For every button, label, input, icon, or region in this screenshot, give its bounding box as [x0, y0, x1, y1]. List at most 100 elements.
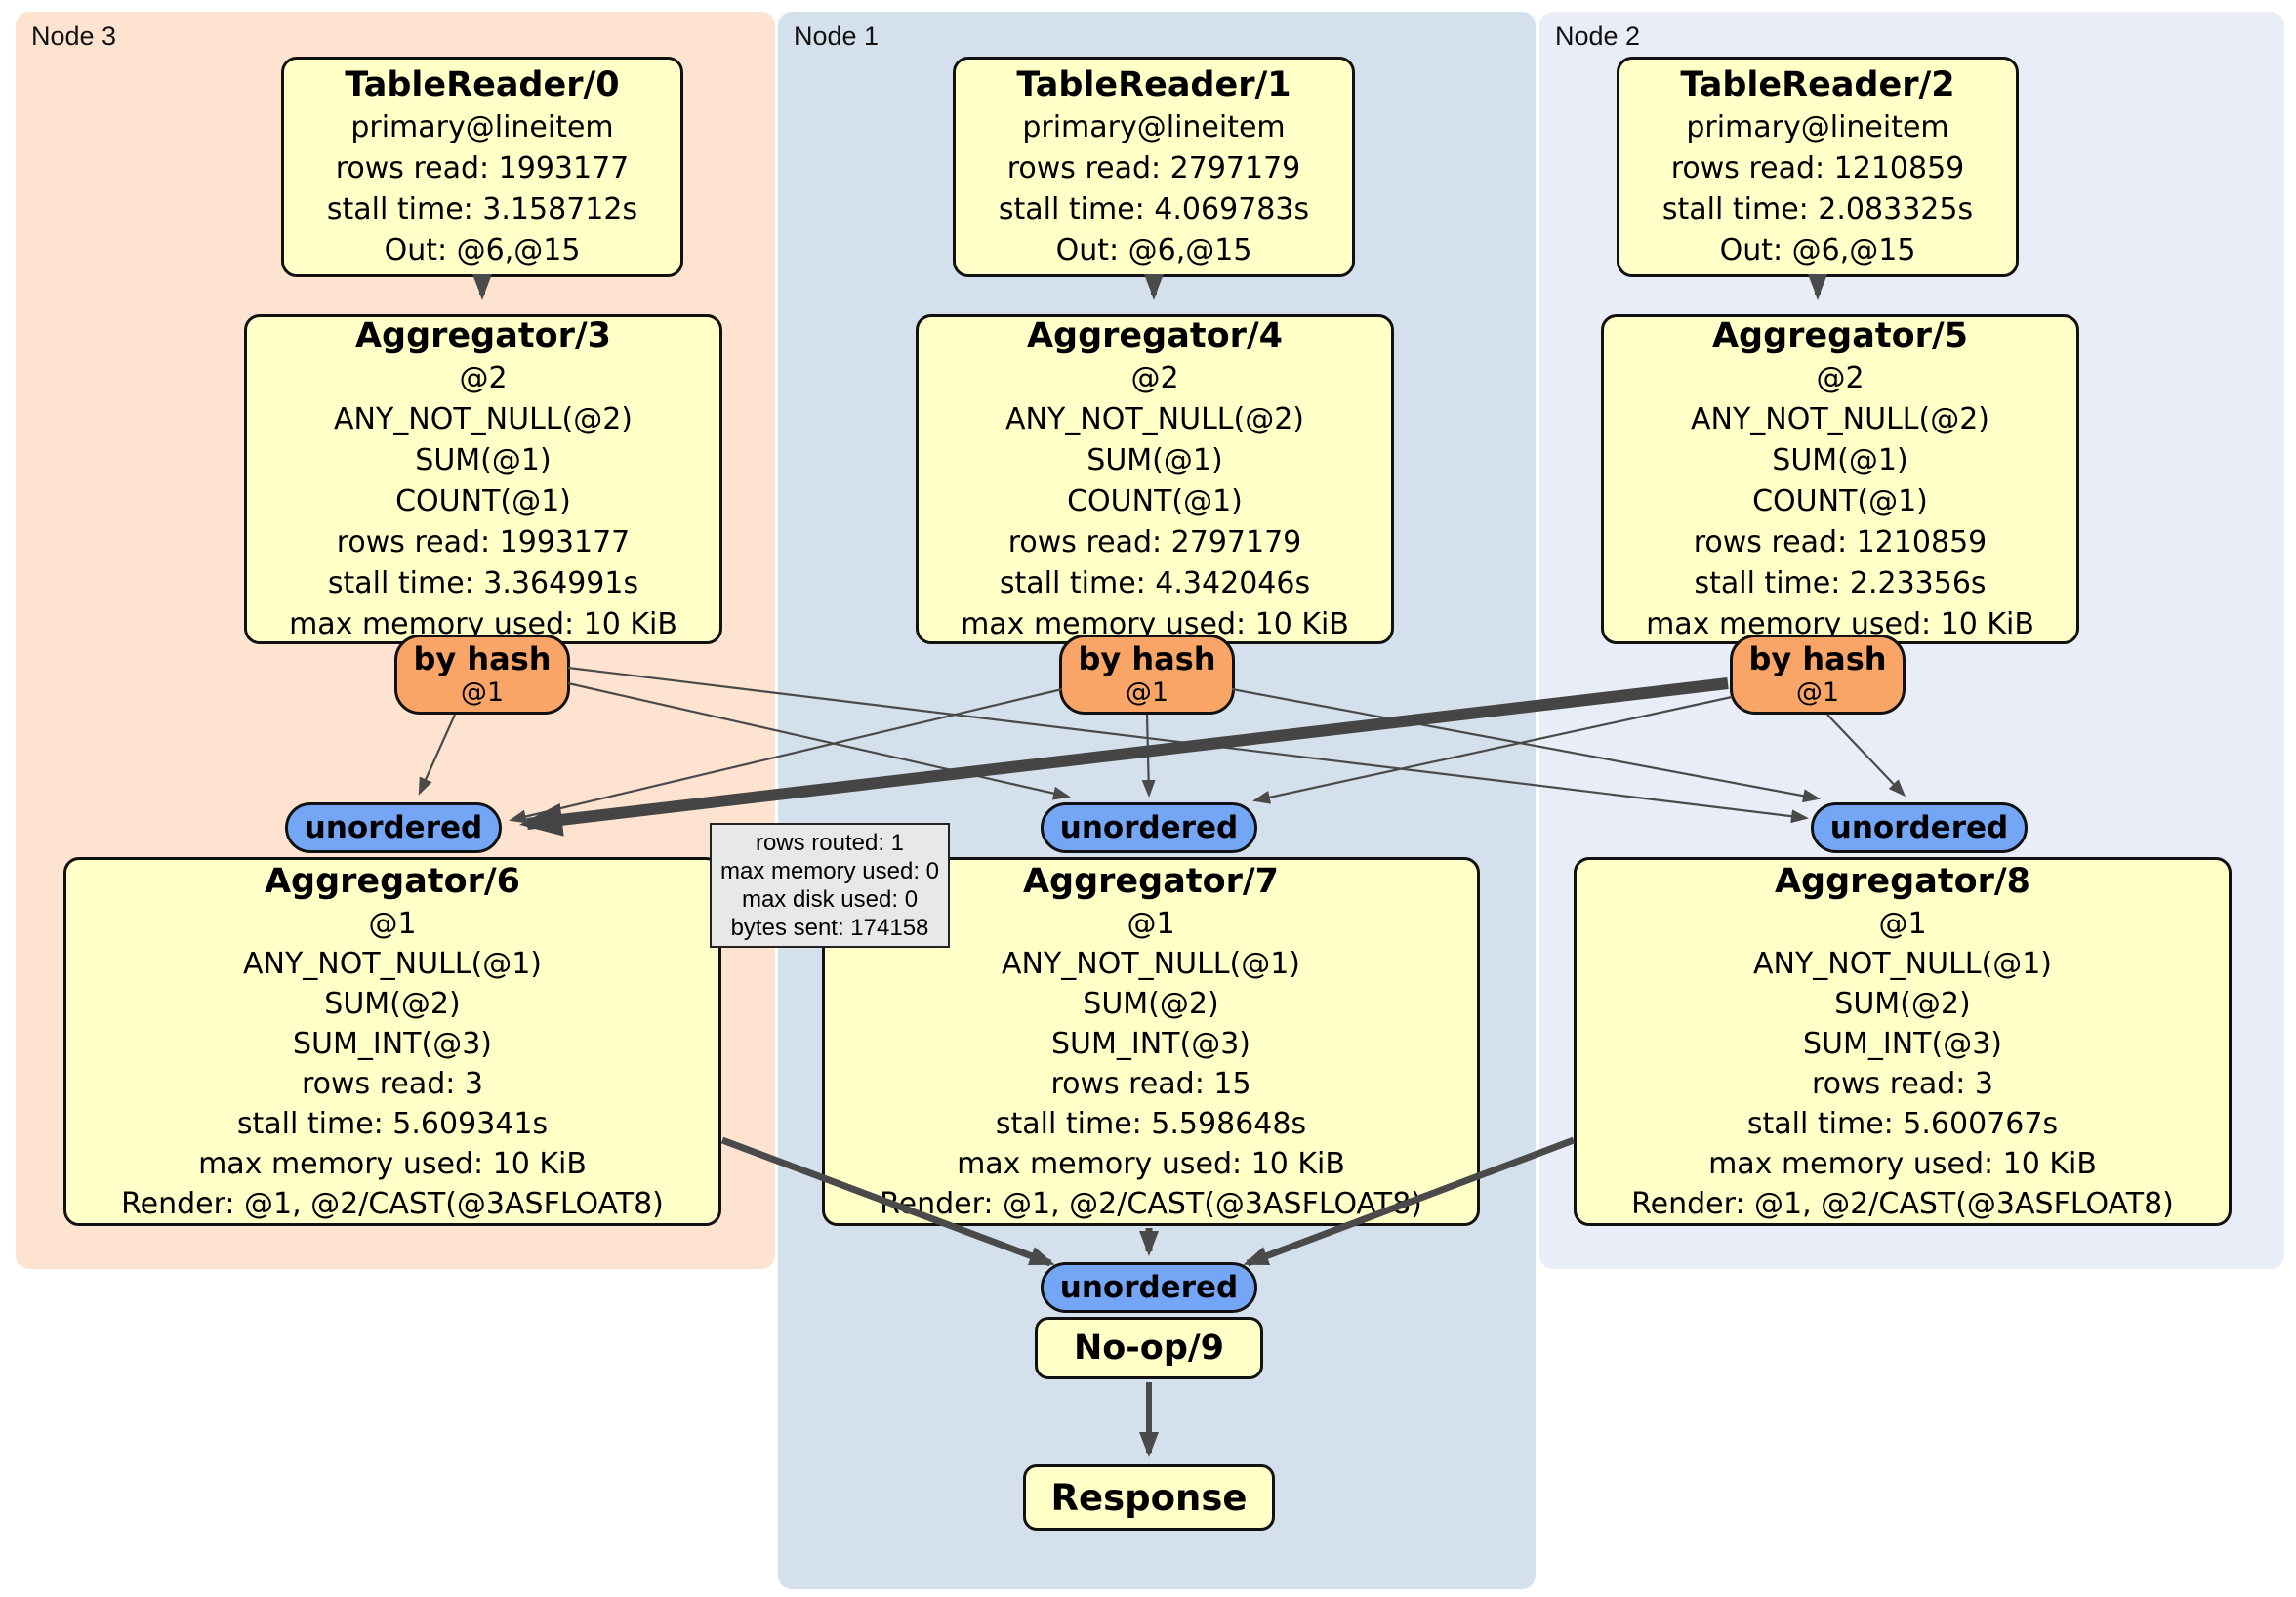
processor-detail-line: primary@lineitem: [1022, 110, 1286, 144]
processor-noop-9: No-op/9: [1035, 1317, 1263, 1379]
edge-tooltip: rows routed: 1 max memory used: 0 max di…: [710, 823, 950, 948]
processor-detail-line: @1: [368, 907, 417, 941]
processor-detail-line: @2: [459, 361, 508, 395]
processor-aggregator-5: Aggregator/5 @2 ANY_NOT_NULL(@2) SUM(@1)…: [1601, 314, 2079, 644]
processor-detail-line: SUM(@2): [324, 987, 461, 1021]
processor-detail-line: stall time: 5.598648s: [995, 1107, 1307, 1141]
processor-detail-line: Render: @1, @2/CAST(@3ASFLOAT8): [880, 1187, 1422, 1221]
processor-detail-line: SUM(@2): [1834, 987, 1971, 1021]
processor-detail-line: SUM_INT(@3): [1803, 1027, 2002, 1061]
processor-detail-line: SUM_INT(@3): [1051, 1027, 1250, 1061]
tooltip-line: max memory used: 0: [719, 858, 940, 884]
processor-title: TableReader/1: [1016, 65, 1292, 104]
processor-title: Aggregator/6: [264, 862, 521, 901]
processor-detail-line: @1: [1878, 907, 1927, 941]
processor-aggregator-3: Aggregator/3 @2 ANY_NOT_NULL(@2) SUM(@1)…: [244, 314, 722, 644]
sync-unordered-node3[interactable]: unordered: [285, 802, 502, 853]
tooltip-line: max disk used: 0: [741, 886, 919, 913]
router-label: by hash: [1748, 640, 1887, 677]
router-by-hash-node2[interactable]: by hash @1: [1730, 635, 1906, 715]
processor-detail-line: stall time: 4.342046s: [999, 566, 1311, 600]
processor-title: No-op/9: [1073, 1329, 1225, 1368]
processor-detail-line: rows read: 2797179: [1007, 525, 1302, 559]
processor-detail-line: ANY_NOT_NULL(@2): [1005, 402, 1304, 436]
processor-title: TableReader/2: [1680, 65, 1955, 104]
sync-unordered-node2[interactable]: unordered: [1811, 802, 2028, 853]
processor-detail-line: max memory used: 10 KiB: [1708, 1147, 2097, 1181]
processor-tablereader-2: TableReader/2 primary@lineitem rows read…: [1617, 57, 2019, 277]
tooltip-line: rows routed: 1: [755, 830, 905, 856]
sync-label: unordered: [1059, 810, 1239, 845]
processor-detail-line: ANY_NOT_NULL(@1): [1002, 947, 1300, 981]
processor-detail-line: SUM(@2): [1083, 987, 1219, 1021]
processor-detail-line: max memory used: 10 KiB: [957, 1147, 1345, 1181]
processor-title: Aggregator/4: [1026, 316, 1284, 355]
processor-detail-line: Out: @6,@15: [1055, 233, 1252, 267]
processor-detail-line: ANY_NOT_NULL(@1): [1753, 947, 2052, 981]
processor-detail-line: rows read: 3: [301, 1067, 484, 1101]
processor-title: TableReader/0: [345, 65, 620, 104]
sync-label: unordered: [1059, 1270, 1239, 1305]
sync-label: unordered: [1829, 810, 2009, 845]
processor-detail-line: rows read: 15: [1050, 1067, 1251, 1101]
processor-detail-line: rows read: 1993177: [335, 151, 630, 185]
processor-detail-line: stall time: 4.069783s: [998, 192, 1310, 226]
processor-detail-line: Render: @1, @2/CAST(@3ASFLOAT8): [1631, 1187, 2174, 1221]
processor-detail-line: SUM(@1): [1086, 443, 1223, 477]
router-label: by hash: [1078, 640, 1216, 677]
node-region-label: Node 2: [1555, 21, 1641, 51]
processor-title: Aggregator/5: [1711, 316, 1969, 355]
tooltip-line: bytes sent: 174158: [730, 915, 929, 941]
processor-detail-line: stall time: 3.158712s: [326, 192, 638, 226]
processor-detail-line: stall time: 5.609341s: [236, 1107, 549, 1141]
processor-detail-line: @1: [1127, 907, 1175, 941]
processor-title: Aggregator/8: [1774, 862, 2031, 901]
processor-detail-line: stall time: 5.600767s: [1746, 1107, 2059, 1141]
router-detail: @1: [1125, 677, 1169, 708]
processor-detail-line: ANY_NOT_NULL(@1): [243, 947, 542, 981]
processor-tablereader-0: TableReader/0 primary@lineitem rows read…: [281, 57, 683, 277]
router-by-hash-node3[interactable]: by hash @1: [394, 635, 570, 715]
sync-label: unordered: [304, 810, 483, 845]
processor-detail-line: COUNT(@1): [395, 484, 571, 518]
processor-detail-line: COUNT(@1): [1752, 484, 1928, 518]
processor-detail-line: @2: [1816, 361, 1865, 395]
processor-detail-line: SUM(@1): [415, 443, 552, 477]
processor-detail-line: rows read: 3: [1811, 1067, 1994, 1101]
processor-detail-line: Out: @6,@15: [1719, 233, 1916, 267]
processor-detail-line: stall time: 3.364991s: [327, 566, 639, 600]
processor-detail-line: primary@lineitem: [350, 110, 614, 144]
sync-unordered-final[interactable]: unordered: [1041, 1262, 1257, 1313]
processor-detail-line: max memory used: 10 KiB: [198, 1147, 587, 1181]
processor-detail-line: rows read: 1993177: [336, 525, 631, 559]
processor-detail-line: rows read: 2797179: [1006, 151, 1301, 185]
processor-tablereader-1: TableReader/1 primary@lineitem rows read…: [953, 57, 1355, 277]
processor-detail-line: Render: @1, @2/CAST(@3ASFLOAT8): [121, 1187, 664, 1221]
processor-title: Aggregator/3: [354, 316, 612, 355]
node-region-label: Node 1: [794, 21, 880, 51]
node-region-label: Node 3: [31, 21, 117, 51]
processor-aggregator-8: Aggregator/8 @1 ANY_NOT_NULL(@1) SUM(@2)…: [1574, 857, 2232, 1226]
processor-detail-line: rows read: 1210859: [1693, 525, 1988, 559]
processor-detail-line: SUM(@1): [1772, 443, 1908, 477]
processor-detail-line: rows read: 1210859: [1670, 151, 1965, 185]
processor-response: Response: [1023, 1464, 1275, 1531]
sync-unordered-node1[interactable]: unordered: [1041, 802, 1257, 853]
router-label: by hash: [413, 640, 552, 677]
router-by-hash-node1[interactable]: by hash @1: [1059, 635, 1235, 715]
processor-detail-line: ANY_NOT_NULL(@2): [1691, 402, 1989, 436]
processor-detail-line: COUNT(@1): [1067, 484, 1243, 518]
router-detail: @1: [460, 677, 505, 708]
processor-detail-line: @2: [1130, 361, 1179, 395]
processor-aggregator-4: Aggregator/4 @2 ANY_NOT_NULL(@2) SUM(@1)…: [916, 314, 1394, 644]
router-detail: @1: [1795, 677, 1840, 708]
processor-title: Response: [1050, 1476, 1248, 1519]
processor-title: Aggregator/7: [1022, 862, 1280, 901]
processor-detail-line: stall time: 2.23356s: [1694, 566, 1987, 600]
processor-detail-line: stall time: 2.083325s: [1661, 192, 1974, 226]
processor-detail-line: SUM_INT(@3): [293, 1027, 492, 1061]
processor-detail-line: ANY_NOT_NULL(@2): [334, 402, 633, 436]
processor-detail-line: Out: @6,@15: [384, 233, 581, 267]
processor-aggregator-6: Aggregator/6 @1 ANY_NOT_NULL(@1) SUM(@2)…: [63, 857, 721, 1226]
